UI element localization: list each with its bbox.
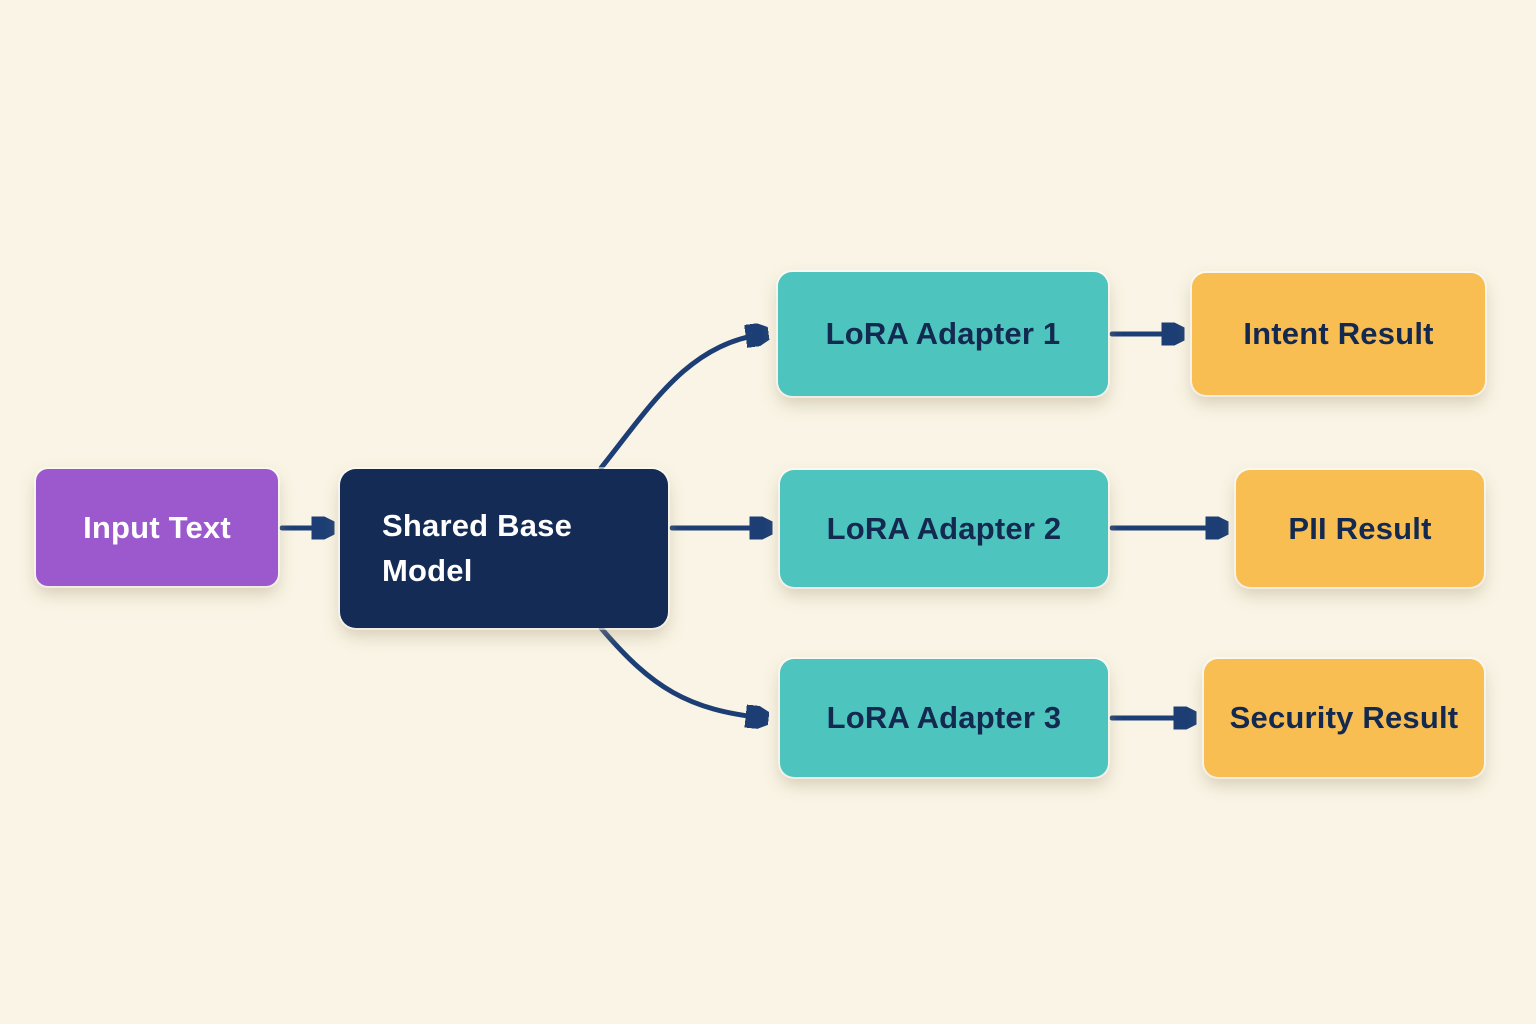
node-pii-result-label: PII Result bbox=[1288, 510, 1432, 546]
edge-base-to-adapter1 bbox=[598, 334, 764, 471]
node-input-text-label: Input Text bbox=[83, 509, 231, 545]
node-input-text: Input Text bbox=[36, 469, 278, 586]
node-pii-result: PII Result bbox=[1236, 470, 1484, 587]
edge-base-to-adapter3 bbox=[598, 625, 764, 718]
node-lora-adapter-2: LoRA Adapter 2 bbox=[780, 470, 1108, 587]
node-shared-base-model-label: Shared Base Model bbox=[382, 508, 573, 588]
node-security-result: Security Result bbox=[1204, 659, 1484, 777]
node-shared-base-model: Shared Base Model bbox=[340, 469, 668, 628]
node-lora-adapter-3-label: LoRA Adapter 3 bbox=[826, 700, 1062, 735]
node-lora-adapter-1-label: LoRA Adapter 1 bbox=[825, 316, 1061, 351]
node-intent-result-label: Intent Result bbox=[1243, 316, 1434, 351]
node-lora-adapter-2-label: LoRA Adapter 2 bbox=[826, 510, 1062, 546]
node-intent-result: Intent Result bbox=[1192, 273, 1485, 395]
node-lora-adapter-3: LoRA Adapter 3 bbox=[780, 659, 1108, 777]
node-security-result-label: Security Result bbox=[1229, 700, 1459, 735]
node-lora-adapter-1: LoRA Adapter 1 bbox=[778, 272, 1108, 396]
